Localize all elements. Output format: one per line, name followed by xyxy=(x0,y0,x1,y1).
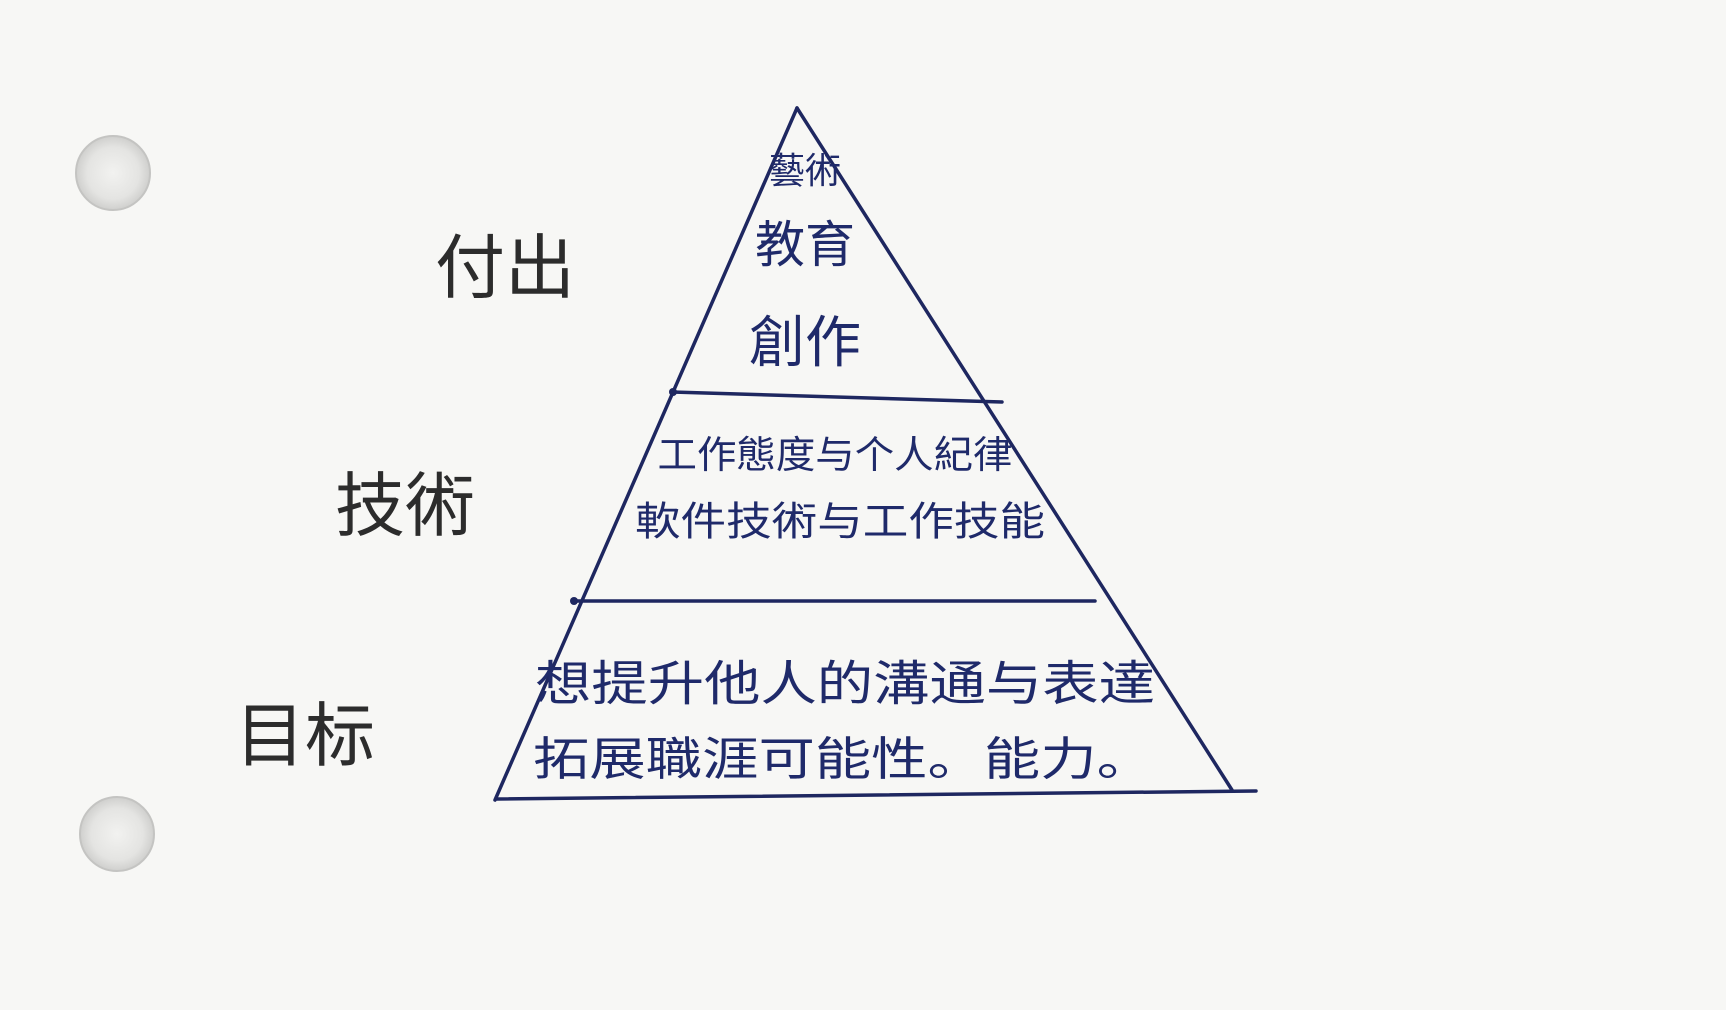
bottom-tier-line-1: 想提升他人的溝通与表達 xyxy=(535,656,1155,712)
pyramid-left-edge xyxy=(493,106,799,802)
side-label-bottom: 目标 xyxy=(235,695,375,777)
divider-dot xyxy=(570,597,578,605)
pyramid-base-line xyxy=(495,789,1258,801)
side-label-middle: 技術 xyxy=(335,465,475,547)
top-tier-line-3: 創作 xyxy=(749,311,861,376)
top-tier-line-1: 藝術 xyxy=(769,151,841,192)
binder-hole-icon xyxy=(75,135,151,211)
bottom-tier-line-2: 拓展職涯可能性。能力。 xyxy=(533,732,1153,786)
side-label-top: 付出 xyxy=(435,227,575,309)
middle-tier-line-1: 工作態度与个人紀律 xyxy=(658,433,1013,477)
pyramid-right-edge xyxy=(795,106,1234,792)
top-tier-line-2: 教育 xyxy=(755,216,855,274)
divider-top-middle xyxy=(670,390,1004,404)
divider-dot xyxy=(669,388,677,396)
binder-hole-icon xyxy=(79,796,155,872)
middle-tier-line-2: 軟件技術与工作技能 xyxy=(635,499,1045,545)
